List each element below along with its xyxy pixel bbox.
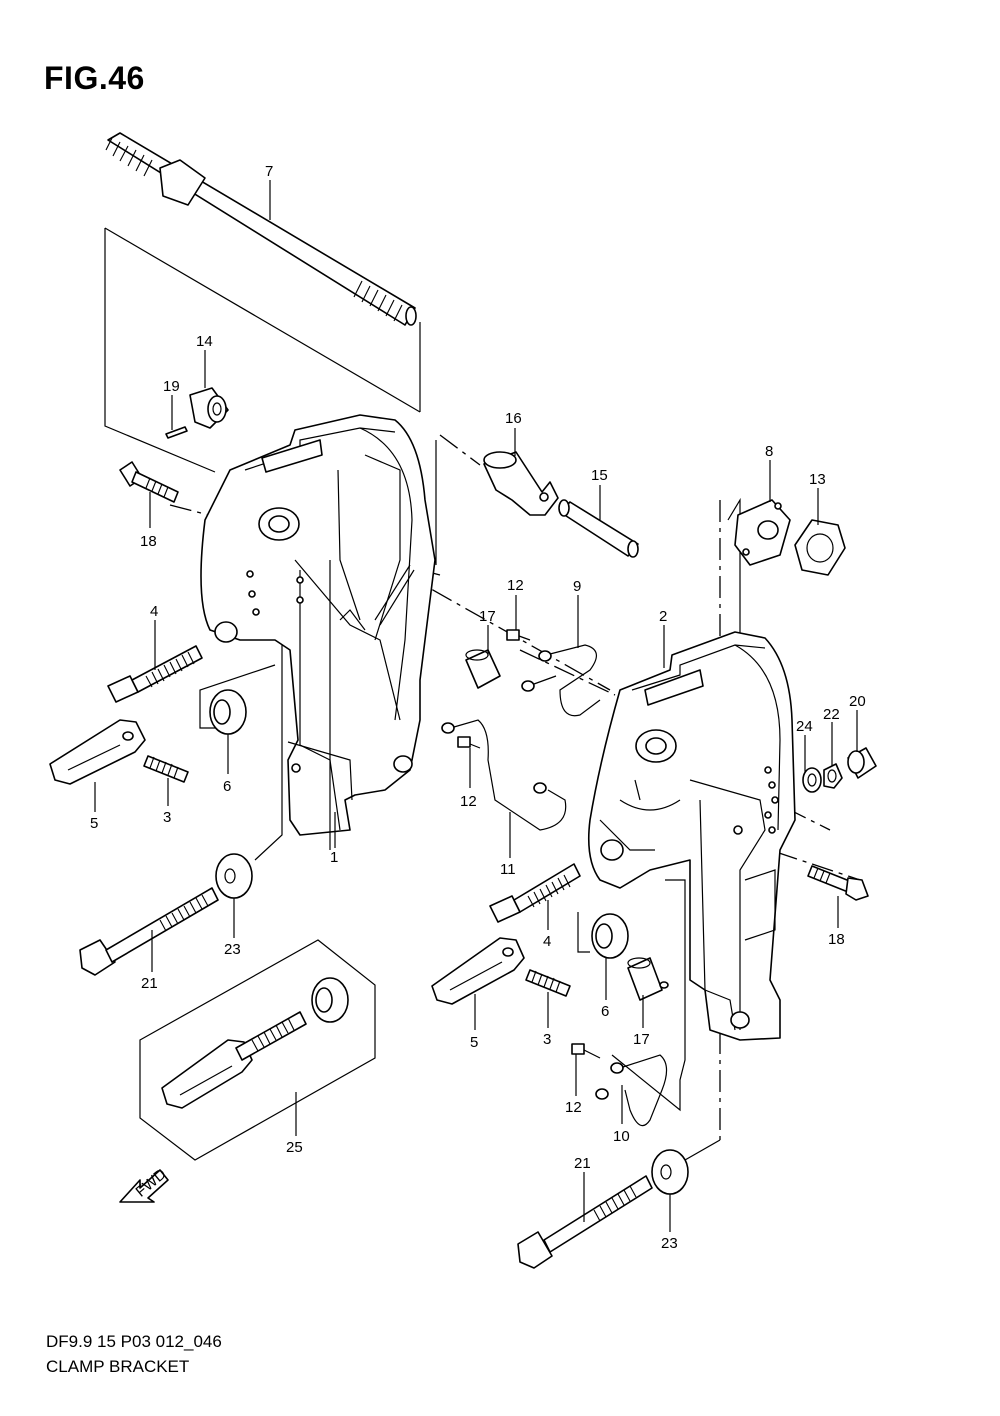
callout-21-left: 21 (141, 975, 158, 992)
callout-17-upper: 17 (479, 608, 496, 625)
nut-part-13 (794, 519, 846, 576)
lead-wire-part-9 (521, 644, 601, 717)
figure-code: DF9.9 15 P03 012_046 (46, 1332, 222, 1351)
washer-part-23-right (651, 1149, 689, 1195)
plate-part-8 (734, 499, 791, 566)
callout-14: 14 (196, 333, 213, 350)
tilt-rod-part-7 (105, 132, 417, 326)
callout-21-right: 21 (574, 1155, 591, 1172)
right-clamp-bracket-part-2 (587, 631, 796, 1041)
callout-15: 15 (591, 467, 608, 484)
callout-2: 2 (659, 608, 667, 625)
lead-wire-part-11 (441, 719, 567, 831)
bolt-part-18-left (119, 461, 179, 503)
callout-18-right: 18 (828, 931, 845, 948)
pin-part-19 (165, 426, 188, 439)
left-clamp-bracket-part-1 (200, 414, 436, 850)
bolt-part-21-right (517, 1175, 653, 1269)
figure-footer: DF9.9 15 P03 012_046 CLAMP BRACKET (46, 1329, 222, 1379)
callout-5-left: 5 (90, 815, 98, 832)
spring-part-3-right (525, 969, 571, 997)
callout-10: 10 (613, 1128, 630, 1145)
callout-22: 22 (823, 706, 840, 723)
callout-12-middle: 12 (460, 793, 477, 810)
clamp-handle-part-5-right (431, 937, 525, 1005)
bolt-part-18-right (807, 865, 869, 901)
cap-part-20 (847, 747, 877, 779)
nut-part-22 (823, 763, 843, 789)
washer-part-6-right (591, 913, 629, 959)
clamp-handle-part-5-left (49, 719, 146, 785)
callout-1: 1 (330, 849, 338, 866)
leader-lines (94, 180, 858, 1232)
callout-23-left: 23 (224, 941, 241, 958)
washer-part-23-left (215, 853, 253, 899)
callout-7: 7 (265, 163, 273, 180)
callout-6-left: 6 (223, 778, 231, 795)
callout-24: 24 (796, 718, 813, 735)
screw-part-12-upper (506, 629, 531, 641)
callout-13: 13 (809, 471, 826, 488)
lead-wire-part-10 (595, 1054, 668, 1127)
pin-part-15 (558, 499, 639, 558)
callout-3-left: 3 (163, 809, 171, 826)
callout-6-right: 6 (601, 1003, 609, 1020)
bolt-part-21-left (79, 887, 219, 976)
screw-part-12-middle (457, 736, 481, 749)
fwd-arrow-icon: FWD (119, 1165, 170, 1203)
callout-12-upper: 12 (507, 577, 524, 594)
callout-3-right: 3 (543, 1031, 551, 1048)
spacer-part-17-upper (465, 649, 501, 689)
spring-part-3-left (143, 755, 189, 783)
callout-11: 11 (500, 861, 516, 878)
figure-title: FIG.46 (44, 60, 145, 96)
bushing-part-16 (483, 451, 559, 516)
screw-part-12-lower (571, 1043, 601, 1059)
adjust-screw-part-4-left (107, 645, 203, 703)
washer-part-24 (802, 767, 822, 793)
callout-12-lower: 12 (565, 1099, 582, 1116)
washer-part-6-left (209, 689, 247, 735)
callout-25: 25 (286, 1139, 303, 1156)
callout-20: 20 (849, 693, 866, 710)
clamp-screw-assembly-part-25 (139, 939, 376, 1161)
callout-23-right: 23 (661, 1235, 678, 1252)
callout-labels: 7 14 19 18 16 15 8 13 12 9 17 2 4 6 5 3 … (90, 163, 866, 1252)
bushing-part-14 (189, 387, 229, 429)
callout-9: 9 (573, 578, 581, 595)
spacer-part-17-lower (627, 957, 669, 1001)
callout-8: 8 (765, 443, 773, 460)
callout-16: 16 (505, 410, 522, 427)
callout-4-right: 4 (543, 933, 551, 950)
callout-19: 19 (163, 378, 180, 395)
figure-name: CLAMP BRACKET (46, 1357, 190, 1376)
callout-18-left: 18 (140, 533, 157, 550)
callout-4-left: 4 (150, 603, 158, 620)
callout-5-right: 5 (470, 1034, 478, 1051)
callout-17-lower: 17 (633, 1031, 650, 1048)
adjust-screw-part-4-right (489, 863, 581, 923)
